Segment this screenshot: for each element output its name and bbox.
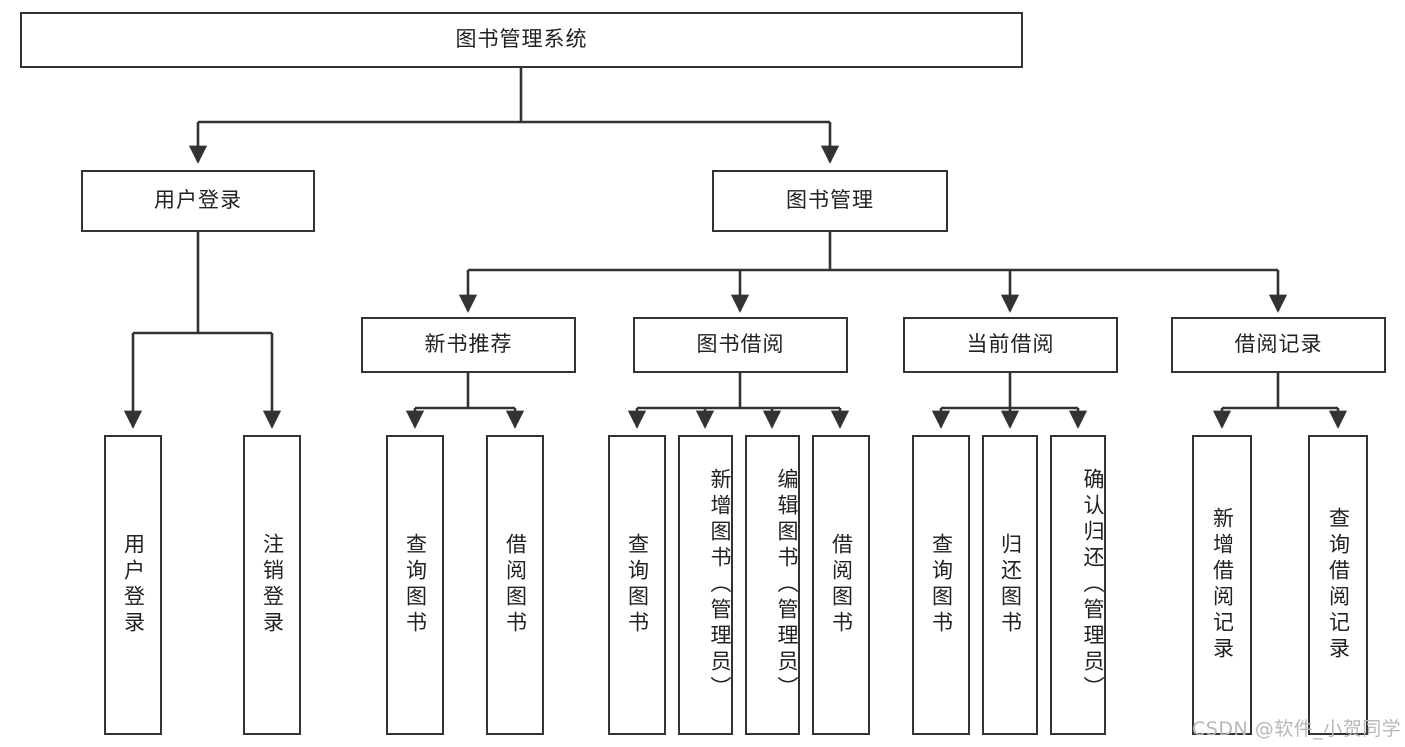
leaf-label: 确认归还（管理员）	[1081, 468, 1105, 702]
node-current-borrow[interactable]: 当前借阅	[903, 317, 1118, 373]
node-book-borrow[interactable]: 图书借阅	[633, 317, 848, 373]
node-borrow-record-label: 借阅记录	[1234, 332, 1323, 357]
leaf-label: 查询图书	[929, 533, 954, 637]
leaf-borrow-record-add[interactable]: 新增借阅记录	[1192, 435, 1252, 735]
node-root-label: 图书管理系统	[455, 27, 588, 52]
leaf-user-login-logout[interactable]: 注销登录	[243, 435, 301, 735]
node-new-book-recommend-label: 新书推荐	[424, 332, 513, 357]
leaf-current-borrow-query[interactable]: 查询图书	[912, 435, 970, 735]
leaf-new-book-borrow[interactable]: 借阅图书	[486, 435, 544, 735]
leaf-label: 借阅图书	[503, 533, 528, 637]
watermark-text: CSDN @软件_小贺同学	[1192, 718, 1402, 740]
leaf-book-borrow-edit[interactable]: 编辑图书（管理员）	[745, 435, 800, 735]
leaf-book-borrow-query[interactable]: 查询图书	[608, 435, 666, 735]
leaf-label: 编辑图书（管理员）	[775, 468, 799, 702]
leaf-book-borrow-borrow[interactable]: 借阅图书	[812, 435, 870, 735]
node-user-login-label: 用户登录	[154, 188, 242, 213]
leaf-label: 新增图书（管理员）	[708, 468, 732, 702]
leaf-current-borrow-return[interactable]: 归还图书	[982, 435, 1038, 735]
node-book-management[interactable]: 图书管理	[712, 170, 948, 232]
leaf-label: 用户登录	[121, 533, 146, 637]
leaf-book-borrow-add[interactable]: 新增图书（管理员）	[678, 435, 733, 735]
leaf-user-login-login[interactable]: 用户登录	[104, 435, 162, 735]
node-borrow-record[interactable]: 借阅记录	[1171, 317, 1386, 373]
leaf-current-borrow-confirm[interactable]: 确认归还（管理员）	[1050, 435, 1106, 735]
node-user-login[interactable]: 用户登录	[81, 170, 315, 232]
node-new-book-recommend[interactable]: 新书推荐	[361, 317, 576, 373]
leaf-label: 归还图书	[998, 533, 1023, 637]
leaf-new-book-query[interactable]: 查询图书	[386, 435, 444, 735]
leaf-label: 查询图书	[625, 533, 650, 637]
node-book-borrow-label: 图书借阅	[696, 332, 785, 357]
node-book-management-label: 图书管理	[786, 188, 874, 213]
leaf-label: 新增借阅记录	[1210, 507, 1235, 663]
leaf-borrow-record-query[interactable]: 查询借阅记录	[1308, 435, 1368, 735]
leaf-label: 借阅图书	[829, 533, 854, 637]
leaf-label: 查询图书	[403, 533, 428, 637]
node-current-borrow-label: 当前借阅	[966, 332, 1055, 357]
leaf-label: 查询借阅记录	[1326, 507, 1351, 663]
leaf-label: 注销登录	[260, 533, 285, 637]
node-root[interactable]: 图书管理系统	[20, 12, 1023, 68]
